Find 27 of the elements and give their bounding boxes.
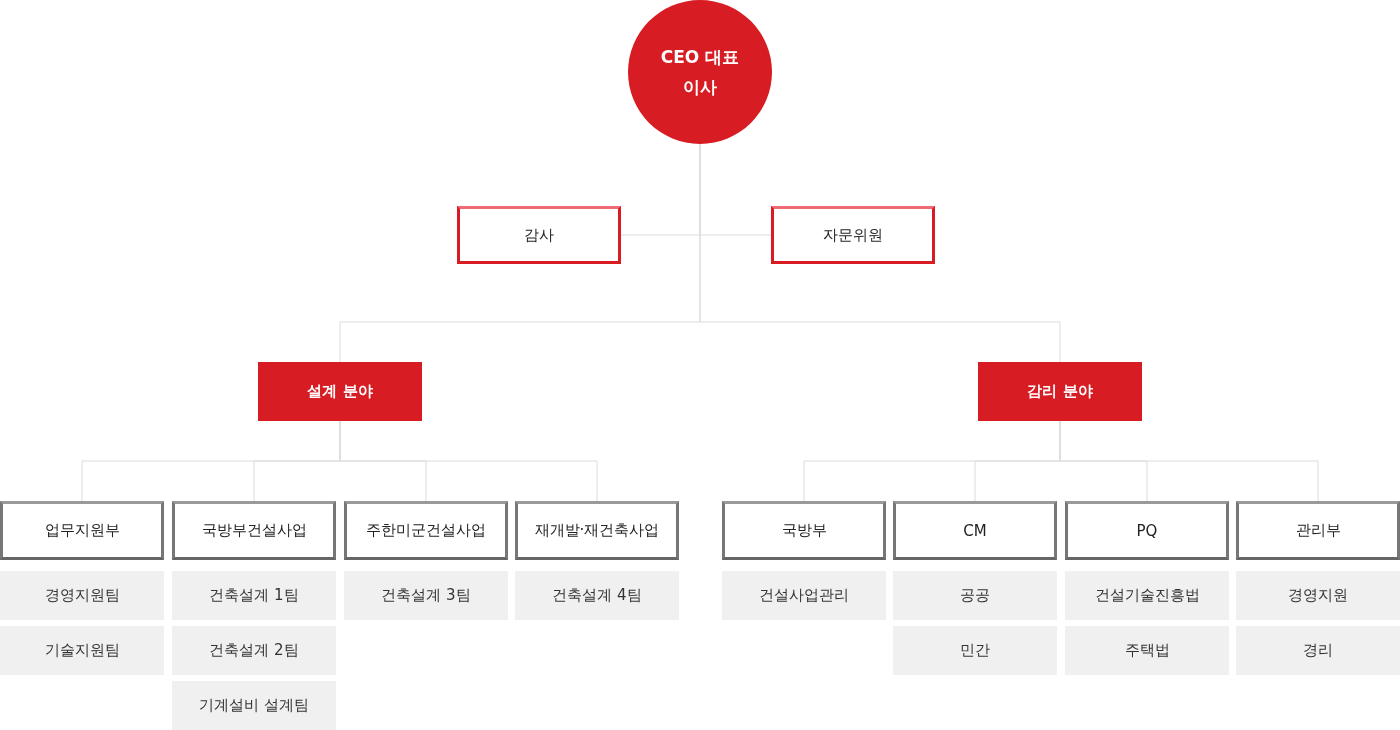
department-box: PQ	[1065, 501, 1229, 560]
team-box: 경리	[1236, 626, 1400, 675]
department-box: 관리부	[1236, 501, 1400, 560]
team-box: 공공	[893, 571, 1057, 620]
team-box: 건설기술진흥법	[1065, 571, 1229, 620]
team-box: 건축설계 4팀	[515, 571, 679, 620]
department-box: 국방부	[722, 501, 886, 560]
department-box: 재개발·재건축사업	[515, 501, 679, 560]
team-box: 경영지원	[1236, 571, 1400, 620]
title-label: CEO 대표이사	[659, 46, 741, 99]
office-box: 자문위원	[771, 206, 935, 264]
division-box: 감리 분야	[978, 362, 1142, 421]
team-box: 기술지원팀	[0, 626, 164, 675]
department-box: 주한미군건설사업	[344, 501, 508, 560]
team-box: 건축설계 1팀	[172, 571, 336, 620]
team-box: 건설사업관리	[722, 571, 886, 620]
office-box: 감사	[457, 206, 621, 264]
department-box: 국방부건설사업	[172, 501, 336, 560]
division-box: 설계 분야	[258, 362, 422, 421]
department-box: 업무지원부	[0, 501, 164, 560]
team-box: 주택법	[1065, 626, 1229, 675]
team-box: 건축설계 3팀	[344, 571, 508, 620]
team-box: 건축설계 2팀	[172, 626, 336, 675]
team-box: 기계설비 설계팀	[172, 681, 336, 730]
team-box: 경영지원팀	[0, 571, 164, 620]
department-box: CM	[893, 501, 1057, 560]
team-box: 민간	[893, 626, 1057, 675]
